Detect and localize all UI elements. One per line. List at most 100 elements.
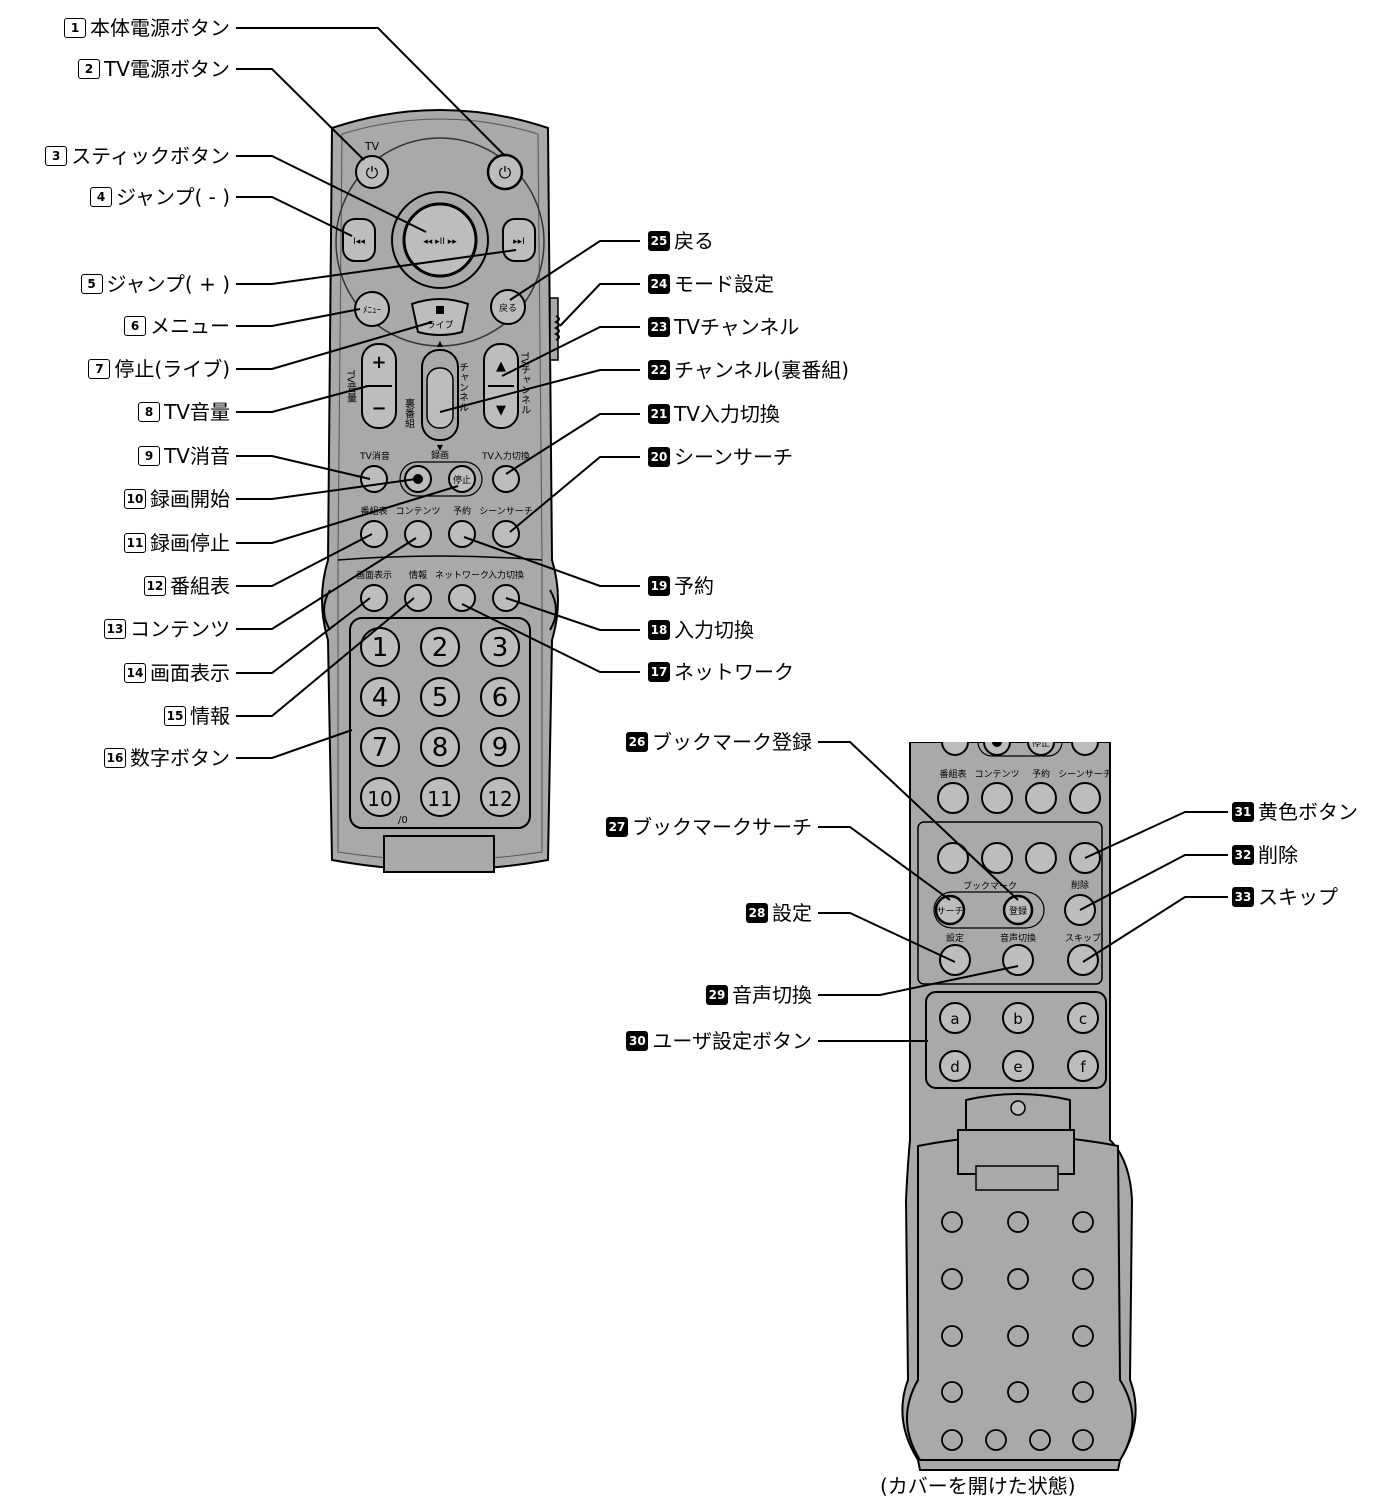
digit-11-button[interactable]: [420, 777, 460, 817]
callout-label: スキップ: [1258, 885, 1338, 909]
callout-number: 27: [606, 817, 628, 837]
power-icon: ⏻: [366, 163, 379, 182]
bookmark-register-button[interactable]: [1002, 894, 1034, 926]
color-button[interactable]: [937, 842, 969, 874]
record-stop-button[interactable]: [448, 465, 476, 493]
display-caption: 画面表示: [356, 569, 392, 581]
callout-label: 番組表: [170, 574, 230, 598]
callout-number: 1: [64, 18, 86, 38]
callout-number: 14: [124, 663, 146, 683]
digit-3-button[interactable]: [480, 627, 520, 667]
cover-hole: [941, 1268, 963, 1290]
digit-8-label: 8: [432, 733, 449, 763]
input-caption: 入力切換: [488, 569, 524, 581]
leader-line-23: [501, 326, 640, 377]
audio-button[interactable]: [1002, 944, 1034, 976]
back-button[interactable]: [490, 289, 526, 325]
display-button[interactable]: [360, 584, 388, 612]
user-key-f-button[interactable]: [1067, 1050, 1099, 1082]
guide-button[interactable]: [937, 782, 969, 814]
tv-mute-button[interactable]: [360, 465, 388, 493]
skip-forward-icon: ▸▸I: [513, 237, 525, 247]
callout-label: チャンネル(裏番組): [674, 358, 850, 382]
guide-button[interactable]: [360, 520, 388, 548]
setting-button[interactable]: [939, 944, 971, 976]
up-arrow-icon: ▲: [496, 359, 506, 374]
digit-1-label: 1: [372, 633, 389, 663]
callout-number: 8: [138, 402, 161, 422]
digit-10-button[interactable]: [360, 777, 400, 817]
callout-number: 26: [626, 732, 648, 752]
digit-8-button[interactable]: [420, 727, 460, 767]
digit-12-button[interactable]: [480, 777, 520, 817]
digit-1-button[interactable]: [360, 627, 400, 667]
bookmark-group: [933, 891, 1045, 929]
leader-line-20: [509, 456, 640, 533]
leader-line-25: [509, 240, 640, 301]
callout-number: 20: [648, 447, 670, 467]
skip-button[interactable]: [1067, 944, 1099, 976]
callout-number: 16: [104, 748, 126, 768]
digit-2-button[interactable]: [420, 627, 460, 667]
leader-line-4: [236, 196, 353, 237]
digit-7-button[interactable]: [360, 727, 400, 767]
callout-number: 12: [144, 576, 166, 596]
digit-6-label: 6: [492, 683, 509, 713]
tv-input-button[interactable]: [492, 465, 520, 493]
callout-label: ブックマークサーチ: [632, 815, 812, 839]
contents-button[interactable]: [981, 782, 1013, 814]
minus-icon: −: [371, 398, 386, 419]
user-key-c-button[interactable]: [1067, 1002, 1099, 1034]
record-caption: 録画: [431, 449, 449, 461]
stop-live-button[interactable]: [410, 298, 470, 336]
callout-label: ネットワーク: [674, 660, 794, 684]
callout-label: ブックマーク登録: [652, 730, 812, 754]
user-key-a-button[interactable]: [939, 1002, 971, 1034]
digit-5-label: 5: [432, 683, 449, 713]
leader-line-21: [505, 413, 640, 475]
jump-minus-button[interactable]: [342, 218, 376, 262]
stop-label: 停止: [453, 474, 471, 486]
leader-line-12: [236, 533, 373, 587]
digit-6-button[interactable]: [480, 677, 520, 717]
tv-volume-label: TV音量: [345, 369, 357, 403]
digit-7-label: 7: [372, 733, 389, 763]
stop-icon: [436, 306, 444, 314]
user-key-b-button[interactable]: [1002, 1002, 1034, 1034]
tv-power-caption: TV: [364, 140, 380, 153]
search-label: サーチ: [936, 906, 963, 917]
digit-4-button[interactable]: [360, 677, 400, 717]
user-key-e-button[interactable]: [1002, 1050, 1034, 1082]
network-button[interactable]: [448, 584, 476, 612]
scene-search-button[interactable]: [492, 520, 520, 548]
callout-label: ユーザ設定ボタン: [652, 1029, 812, 1053]
info-button[interactable]: [404, 584, 432, 612]
leader-line-2: [236, 68, 365, 161]
digit-9-button[interactable]: [480, 727, 520, 767]
tv-power-button[interactable]: [355, 155, 389, 189]
scene-search-button[interactable]: [1069, 782, 1101, 814]
bookmark-search-button[interactable]: [934, 894, 966, 926]
reserve-button[interactable]: [448, 520, 476, 548]
callout-label: 入力切換: [674, 618, 754, 642]
reserve-button[interactable]: [1025, 782, 1057, 814]
digit-5-button[interactable]: [420, 677, 460, 717]
color-button[interactable]: [981, 842, 1013, 874]
callout-label: TV入力切換: [674, 402, 780, 426]
user-key-d-label: d: [950, 1058, 960, 1076]
user-key-d-button[interactable]: [939, 1050, 971, 1082]
color-button[interactable]: [1025, 842, 1057, 874]
